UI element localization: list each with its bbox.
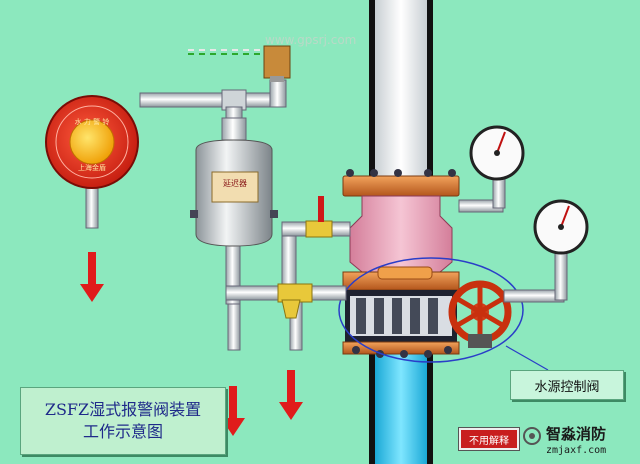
gong-label-top: 水 力 警 铃 bbox=[75, 117, 110, 126]
flow-arrow bbox=[279, 370, 303, 420]
brand-logo: 智淼消防 zmjaxf.com bbox=[520, 420, 638, 462]
pipe-network bbox=[85, 79, 568, 351]
label-pointer bbox=[505, 345, 549, 371]
flow-arrow bbox=[80, 252, 104, 302]
flow-arrow bbox=[221, 386, 245, 436]
main-riser-pipe bbox=[369, 0, 433, 464]
brand-name: 智淼消防 bbox=[546, 425, 607, 443]
highlight-ellipse bbox=[338, 257, 524, 363]
no-explanation-button[interactable]: 不用解释 bbox=[459, 428, 519, 450]
brand-domain: zmjaxf.com bbox=[546, 445, 607, 456]
strainer bbox=[277, 283, 313, 319]
test-ball-valve bbox=[305, 196, 333, 238]
watermark-text: www.gpsrj.com bbox=[265, 33, 357, 47]
upper-pressure-gauge bbox=[469, 125, 525, 181]
gong-label-bottom: 上海金盾 bbox=[78, 163, 106, 172]
chamber-label: 延迟器 bbox=[223, 178, 247, 188]
alarm-valve-body bbox=[342, 169, 460, 358]
source-control-valve-label: 水源控制阀 bbox=[510, 370, 624, 400]
pressure-switch bbox=[188, 45, 291, 82]
source-control-handwheel bbox=[448, 280, 512, 348]
caption-title: ZSFZ湿式报警阀装置 bbox=[44, 400, 202, 419]
retard-chamber: 延迟器 bbox=[190, 117, 278, 247]
lower-pressure-gauge bbox=[533, 199, 589, 255]
brand-icon bbox=[523, 427, 541, 445]
water-column bbox=[375, 340, 427, 464]
caption-subtitle: 工作示意图 bbox=[82, 422, 163, 441]
diagram-caption: ZSFZ湿式报警阀装置 工作示意图 bbox=[20, 387, 226, 455]
flow-arrows bbox=[80, 252, 303, 436]
water-motor-gong: 水 力 警 铃 上海金盾 bbox=[45, 95, 139, 189]
